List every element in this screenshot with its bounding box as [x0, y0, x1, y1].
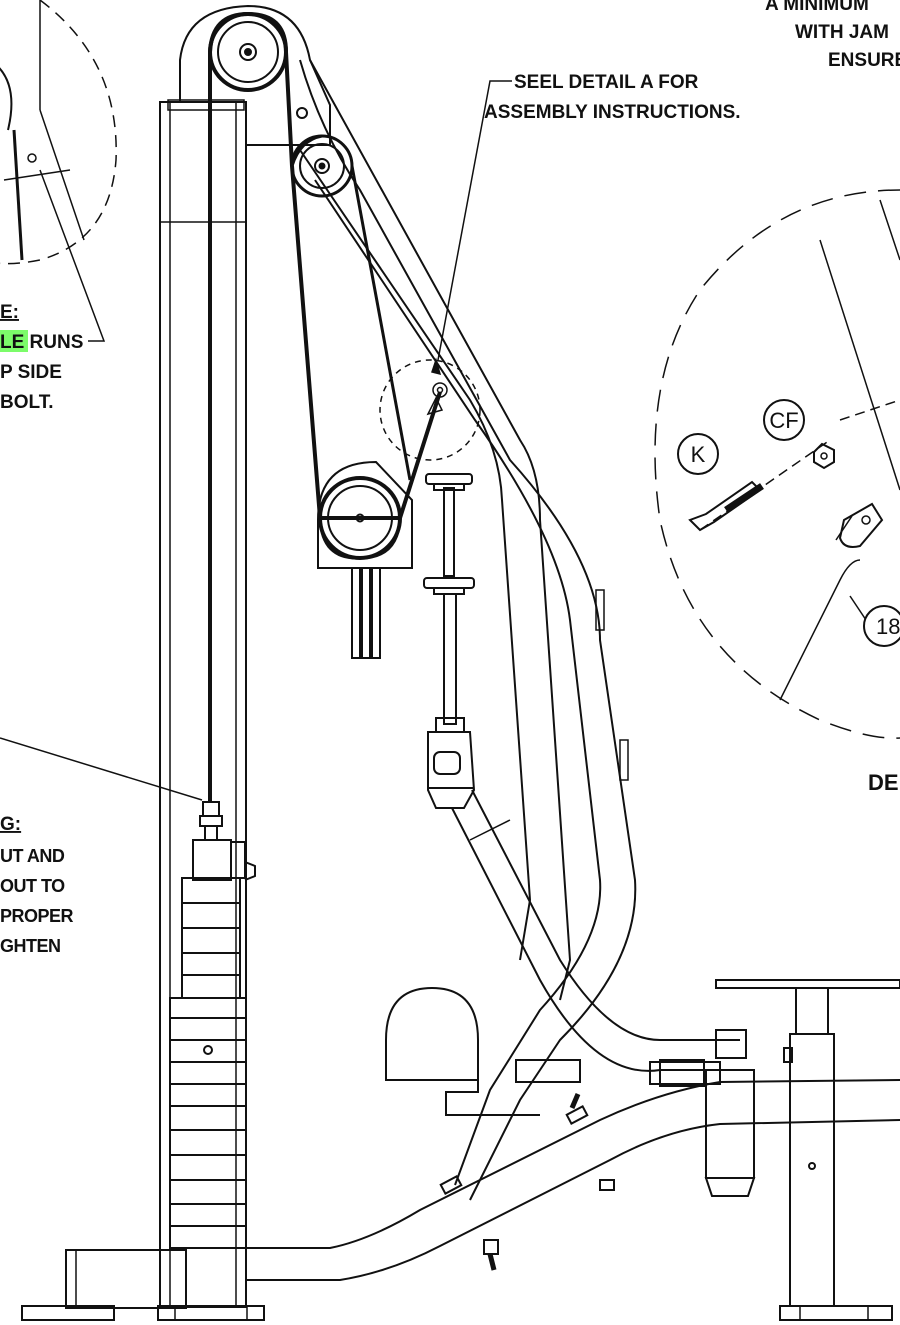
note-left-lower-line4: GHTEN: [0, 936, 61, 956]
callout-18-label: 18: [876, 614, 900, 639]
note-left-mid-line1-rest: RUNS: [24, 332, 83, 353]
callout-k: K: [677, 433, 719, 475]
diagonal-arm: [309, 59, 572, 1001]
note-left-lower: G: UT AND OUT TO PROPER GHTEN: [0, 814, 74, 956]
right-post: [715, 979, 900, 1321]
note-left-mid-heading: E:: [0, 302, 19, 323]
bolt-k: [688, 480, 764, 532]
note-top-right-line2: WITH JAM: [795, 22, 889, 43]
note-left-lower-line1: UT AND: [0, 846, 65, 866]
left-foot-pad: [21, 1305, 115, 1321]
detail-a-marker: [379, 359, 481, 461]
note-left-lower-line2: OUT TO: [0, 876, 65, 896]
upright-column: [159, 101, 247, 1308]
seat-support: [385, 986, 479, 1081]
note-left-mid-line3: BOLT.: [0, 392, 53, 413]
callout-k-label: K: [691, 442, 706, 467]
detail-label: DE: [868, 770, 899, 795]
detail-a-circle: [654, 189, 900, 739]
bench-frame: [246, 1079, 900, 1249]
note-top-right-line1: A MINIMUM: [765, 0, 869, 15]
note-left-lower-heading: G:: [0, 814, 21, 835]
top-left-detail-circle: [0, 0, 117, 265]
highlight-mark: [0, 330, 28, 352]
note-left-mid-line2: P SIDE: [0, 362, 62, 383]
note-detail-a-line2: ASSEMBLY INSTRUCTIONS.: [484, 102, 741, 123]
callout-cf: CF: [763, 399, 805, 441]
pulley-system: [208, 11, 442, 802]
second-pulley: [290, 134, 354, 198]
machine-frame: [21, 4, 900, 1321]
column-foot-pad: [157, 1305, 265, 1321]
note-left-lower-line3: PROPER: [0, 906, 74, 926]
note-top-right-line3: ENSURE: [828, 50, 900, 71]
weight-stack: [169, 801, 256, 1249]
callout-cf-label: CF: [769, 408, 798, 433]
note-detail-a-ref: SEEL DETAIL A FOR ASSEMBLY INSTRUCTIONS.: [484, 72, 741, 123]
pivot-cylinder: [659, 1029, 756, 1197]
note-left-mid: E: LE RUNS P SIDE BOLT.: [0, 302, 83, 413]
lever-tube: [471, 789, 740, 1041]
top-head-plate: [179, 4, 331, 146]
nut-cf: [813, 442, 835, 470]
note-left-mid-line1: LE RUNS: [0, 332, 83, 353]
left-base: [65, 1249, 187, 1309]
note-top-right: A MINIMUM WITH JAM ENSURE: [765, 0, 900, 71]
floating-pulley: [317, 460, 413, 659]
frame-bolts: [439, 1093, 615, 1271]
note-detail-a-line1: SEEL DETAIL A FOR: [514, 72, 699, 93]
clevis-18: [835, 502, 884, 548]
press-handle: [423, 473, 476, 809]
note-left-mid-highlight: LE: [0, 332, 24, 353]
callout-18: 18: [863, 605, 900, 647]
leader-lines: [0, 80, 512, 801]
